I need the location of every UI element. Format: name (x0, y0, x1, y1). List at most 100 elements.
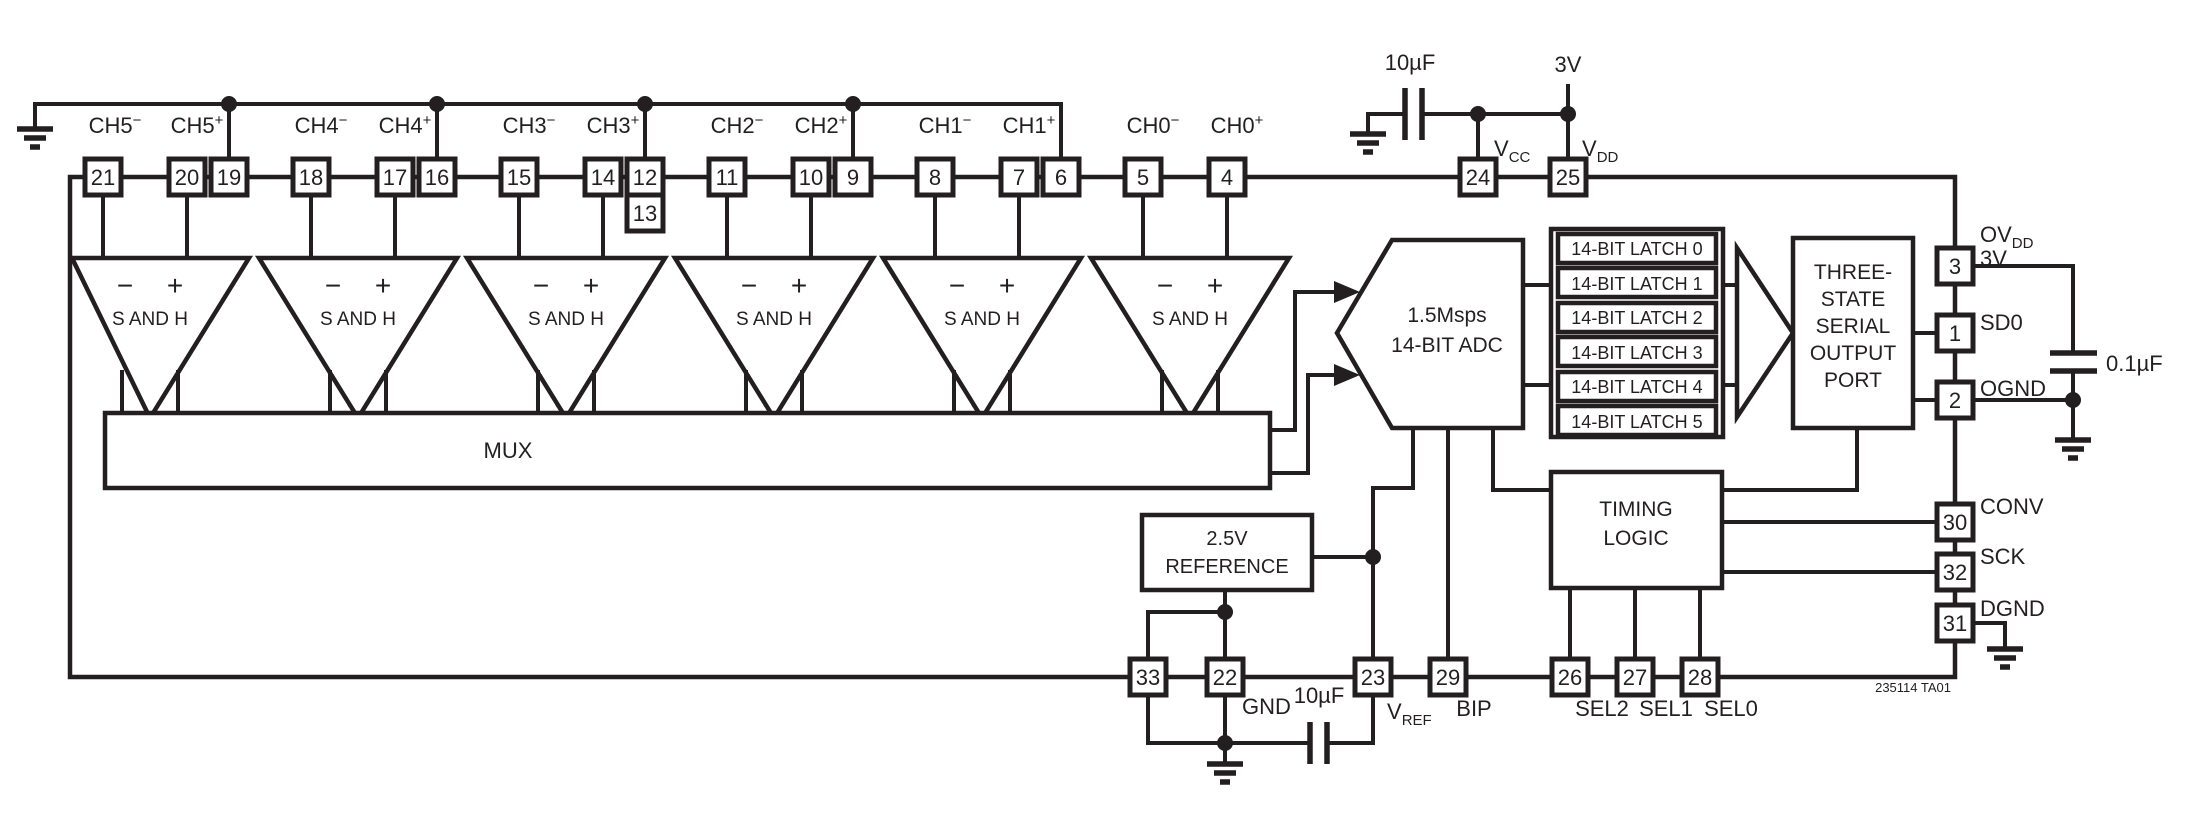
label-ch3-pos: CH3+ (587, 112, 640, 138)
wire-cap10b-right (1327, 692, 1375, 745)
junction-vcc (1470, 106, 1486, 122)
label-latch-1: 14-BIT LATCH 1 (1571, 274, 1702, 294)
junction-pin12 (637, 96, 653, 112)
pin-1-number: 1 (1949, 321, 1961, 346)
label-ch2-pos: CH2+ (795, 112, 848, 138)
junction-pin9 (845, 96, 861, 112)
pin-30 (1934, 501, 1976, 543)
pin-15 (498, 156, 540, 198)
label-sh5: S AND H (944, 309, 1020, 330)
pin-28-number: 28 (1688, 665, 1712, 690)
junction-gnd-bottom (1217, 735, 1233, 751)
pin-2-number: 2 (1949, 388, 1961, 413)
sh-triangle-ch0 (1086, 255, 1294, 423)
pin-10-number: 10 (799, 165, 823, 190)
pin-22-number: 22 (1213, 665, 1237, 690)
pin-2 (1934, 379, 1976, 421)
label-ch5-neg: CH5− (89, 112, 142, 138)
pin-28 (1679, 656, 1721, 698)
pin-17-number: 17 (383, 165, 407, 190)
label-cap-01uf: 0.1µF (2106, 351, 2163, 376)
label-conv: CONV (1980, 494, 2044, 519)
pin-16 (416, 156, 458, 198)
junction-ognd (2065, 392, 2081, 408)
junction-vdd (1560, 106, 1576, 122)
pin-7 (998, 156, 1040, 198)
sh-triangle-ch2 (670, 255, 878, 423)
pin-23 (1352, 656, 1394, 698)
pin-20-number: 20 (175, 165, 199, 190)
pin-26-number: 26 (1558, 665, 1582, 690)
label-gnd: GND (1242, 694, 1291, 719)
pin-7-number: 7 (1013, 165, 1025, 190)
label-ch0-pos: CH0+ (1211, 112, 1264, 138)
label-vdd: VDD (1582, 136, 1619, 166)
pin-32 (1934, 551, 1976, 593)
label-sh5-minus: − (949, 270, 965, 301)
latch-0 (1555, 231, 1719, 266)
label-port-line5: PORT (1824, 369, 1882, 392)
pin-25-number: 25 (1556, 165, 1580, 190)
pin-31 (1934, 602, 1976, 644)
label-cap-10uf-top: 10µF (1385, 50, 1436, 75)
pin-27 (1614, 656, 1656, 698)
label-sh2-plus: + (375, 270, 391, 301)
pin-9 (832, 156, 874, 198)
wire-pin33-down (1146, 692, 1227, 745)
pin-11-number: 11 (716, 165, 739, 190)
pin-31-number: 31 (1943, 611, 1967, 636)
label-sh5-plus: + (999, 270, 1015, 301)
label-sh1-minus: − (117, 270, 133, 301)
label-ch4-pos: CH4+ (379, 112, 432, 138)
label-port-line3: SERIAL (1816, 315, 1891, 338)
label-figure-note: 235114 TA01 (1875, 680, 1951, 695)
pin-11 (706, 156, 748, 198)
pin-19 (208, 156, 250, 198)
pin-18-number: 18 (299, 165, 323, 190)
pin-19-number: 19 (217, 165, 241, 190)
label-sh3-plus: + (583, 270, 599, 301)
label-vcc: VCC (1494, 136, 1531, 166)
junction-pin19 (221, 96, 237, 112)
junction-vref (1365, 549, 1381, 565)
label-sh6-minus: − (1157, 270, 1173, 301)
label-ovdd: OVDD (1980, 222, 2034, 252)
pin-3-number: 3 (1949, 254, 1961, 279)
label-timing-line1: TIMING (1599, 498, 1673, 521)
label-sh1: S AND H (112, 309, 188, 330)
latch-3 (1555, 334, 1719, 369)
label-sel2: SEL2 (1575, 696, 1629, 721)
label-sh2-minus: − (325, 270, 341, 301)
label-latch-0: 14-BIT LATCH 0 (1571, 239, 1702, 259)
latch-5 (1555, 403, 1719, 438)
label-sh3: S AND H (528, 309, 604, 330)
adc-pentagon (1334, 237, 1526, 431)
pin-12 (624, 156, 666, 198)
label-sh1-plus: + (167, 270, 183, 301)
pin-5 (1122, 156, 1164, 198)
arrowhead-mux-adc-2 (1334, 364, 1360, 386)
label-port-line1: THREE- (1814, 261, 1892, 284)
label-ch1-neg: CH1− (919, 112, 972, 138)
pin-32-number: 32 (1943, 560, 1967, 585)
bus-arrow (1734, 240, 1796, 425)
pin-24 (1457, 156, 1499, 198)
wire-port-timing (1720, 426, 1859, 492)
label-ognd: OGND (1980, 376, 2046, 401)
pin-14-number: 14 (591, 165, 615, 190)
latch-2 (1555, 300, 1719, 335)
pin-13 (624, 192, 666, 234)
label-sel1: SEL1 (1639, 696, 1693, 721)
pin-6 (1040, 156, 1082, 198)
pin-12-number: 12 (633, 165, 657, 190)
label-ch4-neg: CH4− (295, 112, 348, 138)
pin-6-number: 6 (1055, 165, 1067, 190)
pin-23-number: 23 (1361, 665, 1385, 690)
label-3v-top: 3V (1555, 52, 1582, 77)
label-adc-line1: 1.5Msps (1407, 304, 1486, 327)
pin-21 (82, 156, 124, 198)
pin-26 (1549, 656, 1591, 698)
pin-29 (1427, 656, 1469, 698)
label-sck: SCK (1980, 544, 2026, 569)
